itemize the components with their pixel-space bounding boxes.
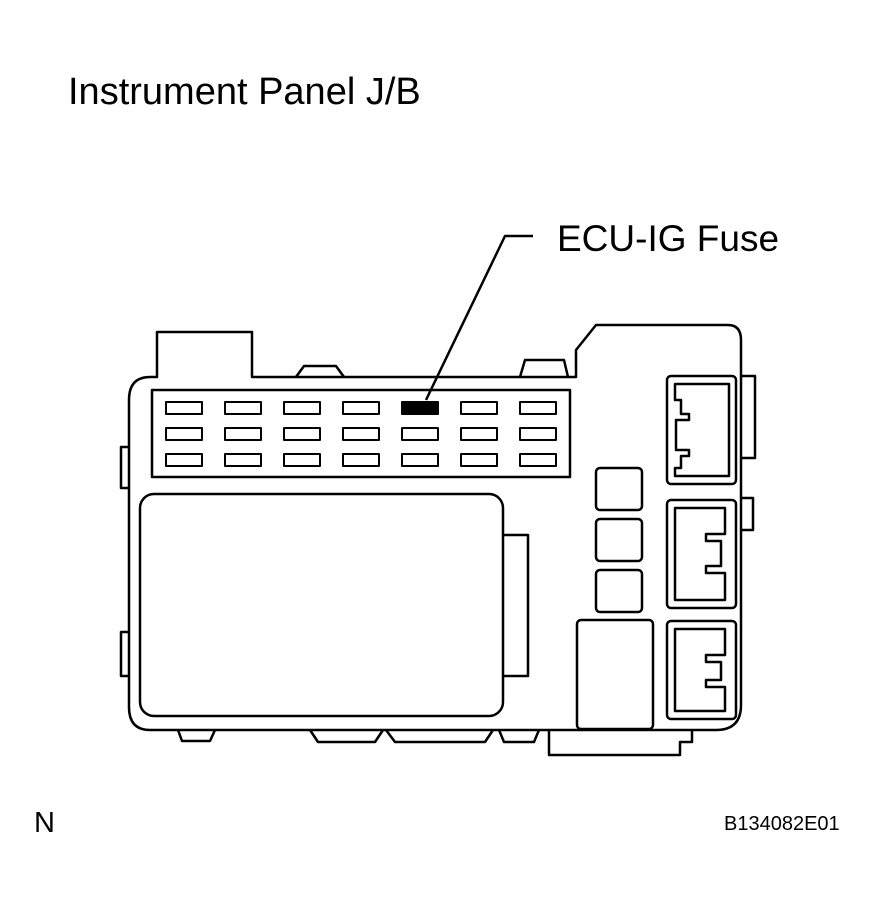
junction-block-housing [127, 323, 743, 732]
bottom-tab-2 [308, 729, 385, 744]
corner-mark: N [34, 807, 55, 839]
fuse-slot [224, 427, 262, 441]
fuse-slot [283, 427, 321, 441]
fuse-slot [460, 401, 498, 415]
bottom-tab-3 [385, 729, 495, 744]
fuse-slot [165, 453, 203, 467]
ecu-ig-fuse [401, 401, 439, 415]
top-tab-right [518, 358, 570, 378]
fuse-panel [150, 388, 572, 479]
fuse-slot [224, 401, 262, 415]
fuse-slot [342, 453, 380, 467]
right-tab-upper [741, 374, 757, 460]
callout-leader-line [424, 234, 533, 401]
mini-relay-2 [594, 517, 644, 563]
fuse-slot [401, 427, 439, 441]
fuse-slot [460, 453, 498, 467]
connector-2-outer [665, 498, 738, 610]
connector-1-outer [665, 374, 738, 486]
diagram-title: Instrument Panel J/B [68, 71, 421, 113]
figure-code: B134082E01 [724, 813, 840, 835]
fuse-slot [224, 453, 262, 467]
fuse-slot [342, 401, 380, 415]
connector-1-inner [673, 382, 731, 478]
mini-relay-1 [594, 466, 644, 512]
fuse-slot [519, 427, 557, 441]
relay-cover [138, 492, 505, 718]
ecu-ig-fuse-label: ECU-IG Fuse [557, 218, 780, 259]
fuse-slot [283, 453, 321, 467]
fuse-slot [401, 453, 439, 467]
bottom-tab-4 [497, 729, 541, 744]
fuse-slot [342, 427, 380, 441]
right-tab-mid [741, 496, 755, 532]
fuse-slot [519, 401, 557, 415]
relay-cover-side-tab [503, 533, 530, 678]
fuse-slot [460, 427, 498, 441]
left-tab-lower [119, 630, 129, 678]
fuse-slot [283, 401, 321, 415]
mini-relay-3 [594, 568, 644, 614]
connector-3-outer [665, 619, 738, 721]
large-relay [575, 618, 655, 731]
top-tab-left [294, 364, 346, 378]
fuse-grid [165, 401, 557, 467]
bottom-tab-1 [176, 729, 217, 743]
fuse-slot [165, 401, 203, 415]
connector-3-inner [673, 627, 727, 713]
fuse-slot [165, 427, 203, 441]
left-tab-upper [119, 445, 129, 490]
connector-2-inner [673, 506, 727, 602]
bottom-bracket [547, 730, 694, 757]
fuse-slot [519, 453, 557, 467]
